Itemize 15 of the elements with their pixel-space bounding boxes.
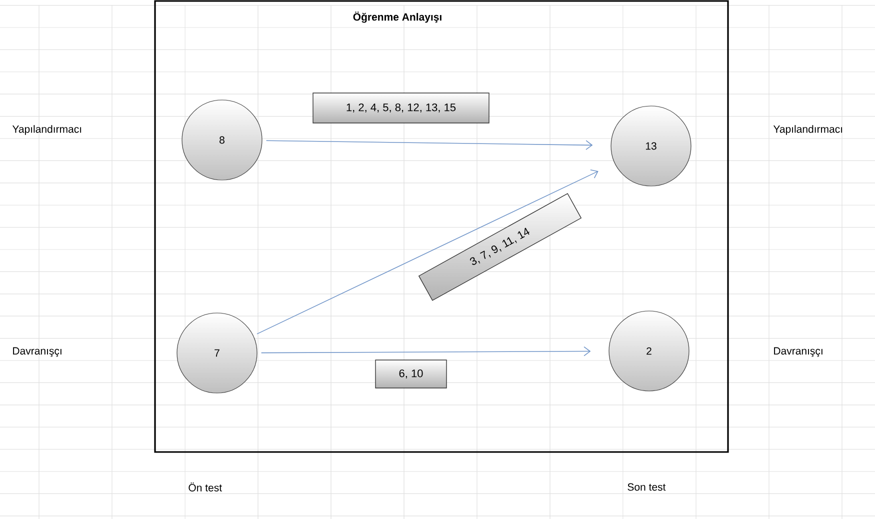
circle-node: 8 xyxy=(182,100,262,180)
arrow xyxy=(260,346,591,356)
circle-node: 13 xyxy=(610,106,692,186)
arrow xyxy=(256,170,598,334)
axis-label: Yapılandırmacı xyxy=(12,125,82,135)
arrow xyxy=(266,140,593,150)
circle-node: 2 xyxy=(608,310,690,392)
edge-label: 6, 10 xyxy=(375,360,447,388)
axis-label: Son test xyxy=(628,483,666,491)
circle-node: 7 xyxy=(176,312,258,394)
axis-label: Davranışçı xyxy=(774,347,822,357)
axis-label: Yapılandırmacı xyxy=(773,125,842,135)
axis-label: Davranışçı xyxy=(13,347,62,357)
edge-label: 1, 2, 4, 5, 8, 12, 13, 15 xyxy=(312,92,490,124)
axis-label: Ön test xyxy=(188,482,222,492)
